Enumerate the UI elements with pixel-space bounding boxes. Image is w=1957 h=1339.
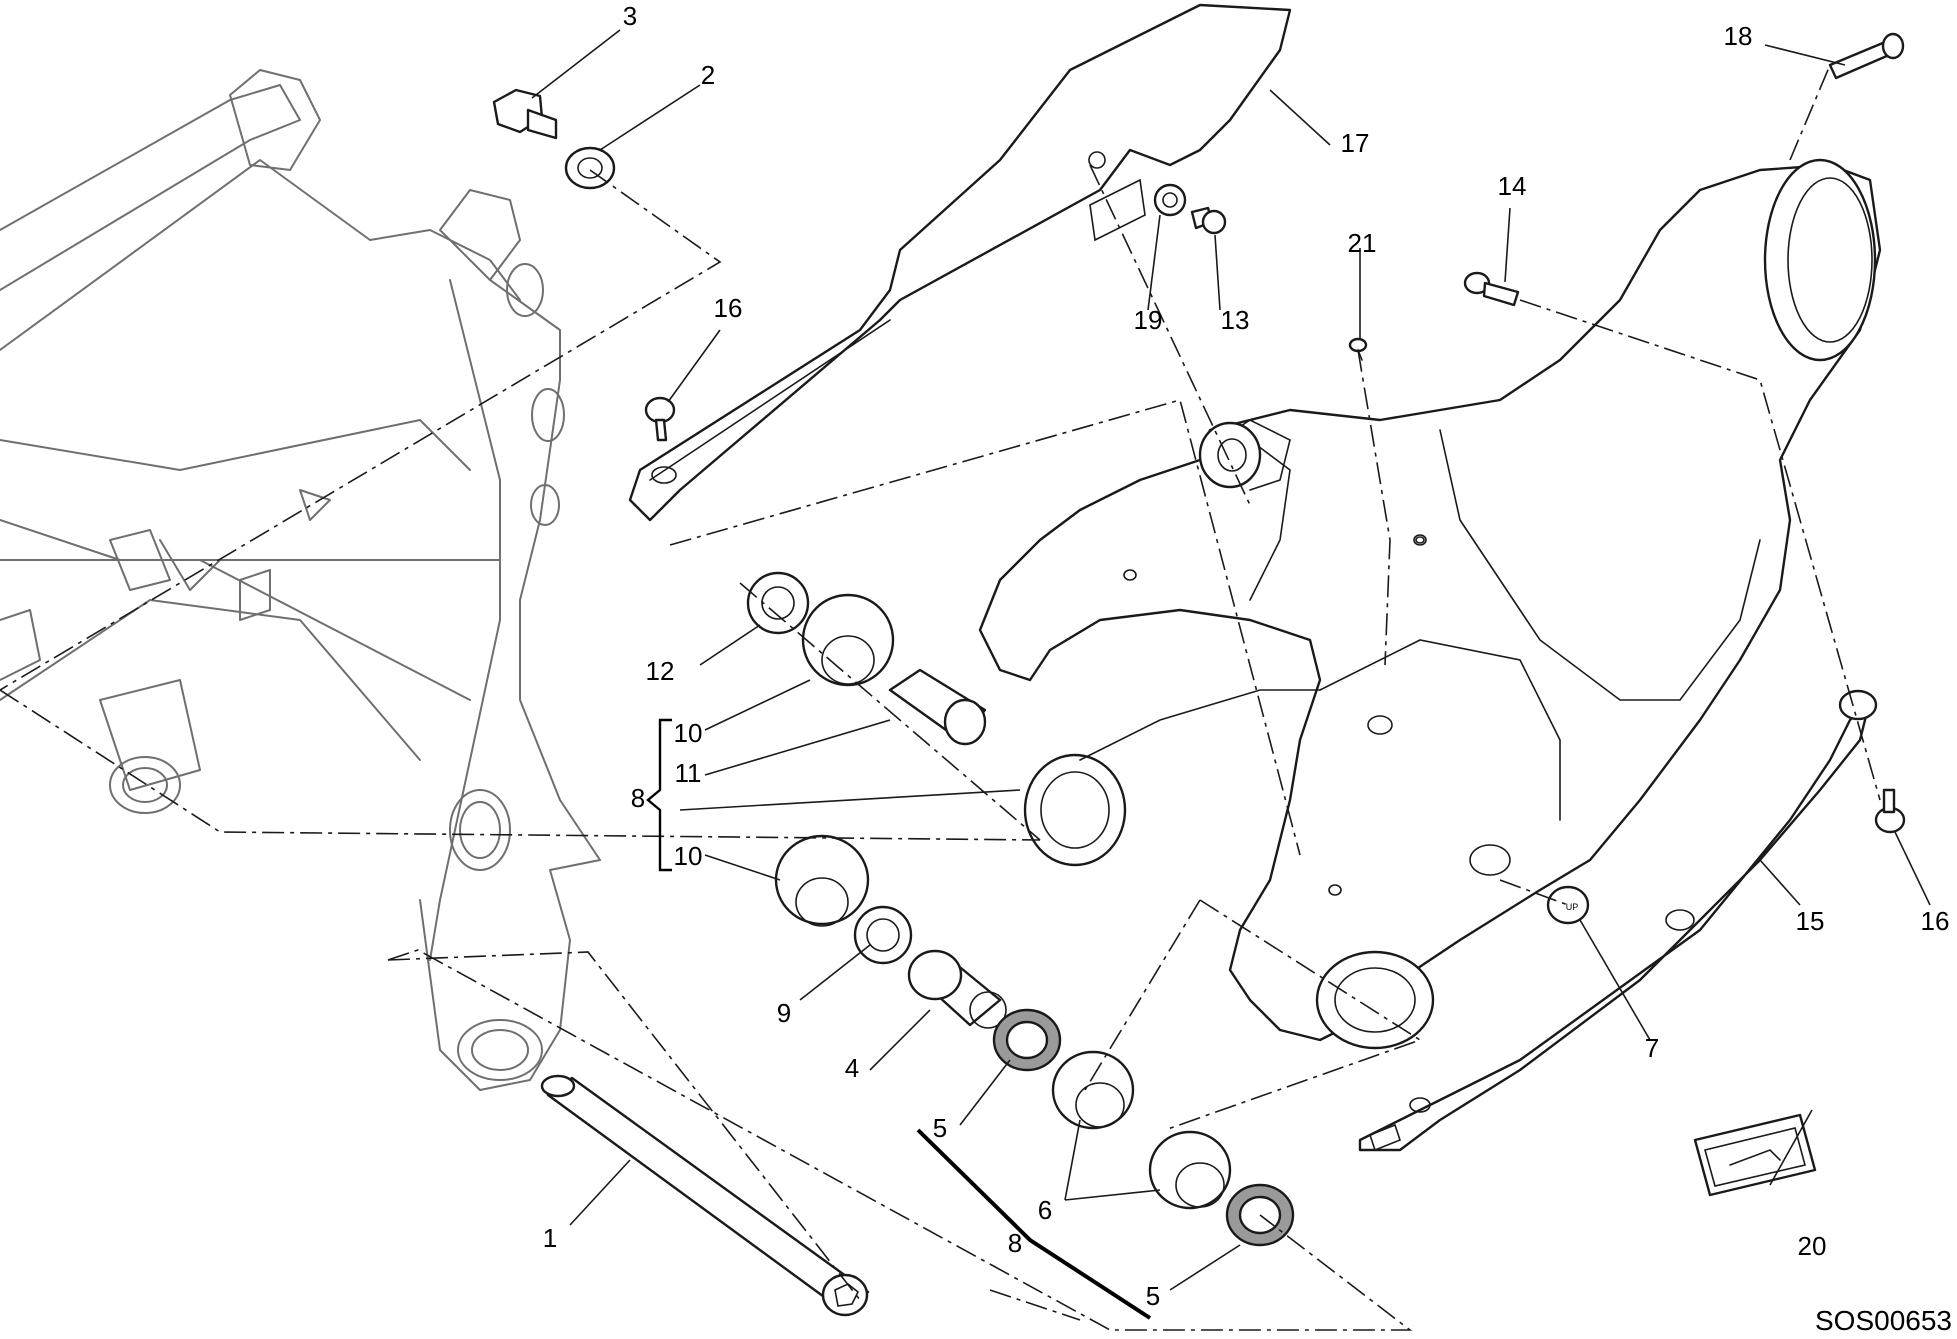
label-5-lower: 5 bbox=[1146, 1281, 1160, 1311]
label-15: 15 bbox=[1796, 906, 1825, 936]
label-10-upper: 10 bbox=[674, 718, 703, 748]
label-16-right: 16 bbox=[1921, 906, 1950, 936]
label-2: 2 bbox=[701, 60, 715, 90]
plug-7: UP bbox=[1546, 885, 1590, 925]
motorcycle-frame bbox=[0, 69, 601, 1091]
screw-21 bbox=[1348, 337, 1368, 361]
label-18: 18 bbox=[1724, 21, 1753, 51]
washer-19 bbox=[1153, 183, 1187, 217]
label-16-upper: 16 bbox=[714, 293, 743, 323]
screw-13 bbox=[1190, 206, 1227, 235]
label-8-brace: 8 bbox=[631, 783, 645, 813]
bearing-10-lower bbox=[774, 834, 870, 927]
label-8-bar: 8 bbox=[1008, 1228, 1022, 1258]
screw-16-upper bbox=[644, 396, 676, 442]
chain-guard bbox=[628, 3, 1292, 522]
label-19: 19 bbox=[1134, 305, 1163, 335]
part-labels: 1 2 3 4 5 5 6 7 8 8 9 10 10 11 12 13 14 … bbox=[543, 1, 1950, 1311]
swingarm bbox=[978, 158, 1882, 1050]
label-6: 6 bbox=[1038, 1195, 1052, 1225]
label-1: 1 bbox=[543, 1223, 557, 1253]
spacer-4 bbox=[907, 949, 1007, 1029]
label-12: 12 bbox=[646, 656, 675, 686]
plug-stamp: UP bbox=[1566, 902, 1579, 912]
label-9: 9 bbox=[777, 998, 791, 1028]
label-4: 4 bbox=[845, 1053, 859, 1083]
label-3: 3 bbox=[623, 1, 637, 31]
label-10-lower: 10 bbox=[674, 841, 703, 871]
drawing-code: SOS00653 bbox=[1815, 1305, 1952, 1336]
label-14: 14 bbox=[1498, 171, 1527, 201]
bolt-14 bbox=[1463, 271, 1520, 307]
leader-lines bbox=[531, 29, 1931, 1291]
label-7: 7 bbox=[1645, 1033, 1659, 1063]
label-21: 21 bbox=[1348, 228, 1377, 258]
alignment-lines bbox=[0, 64, 1881, 1331]
label-17: 17 bbox=[1341, 128, 1370, 158]
label-11: 11 bbox=[675, 758, 702, 788]
group-markers bbox=[646, 718, 1152, 1320]
screw-16-right bbox=[1874, 788, 1906, 834]
bushing-12 bbox=[746, 571, 810, 635]
lower-chain-slider bbox=[1358, 689, 1878, 1152]
sleeve-11 bbox=[888, 668, 987, 746]
label-20: 20 bbox=[1798, 1231, 1827, 1261]
label-plate-20 bbox=[1693, 1113, 1817, 1197]
needle-bearing-6-upper bbox=[1051, 1050, 1135, 1130]
seal-5-upper bbox=[992, 1008, 1062, 1072]
pivot-shaft bbox=[540, 1074, 870, 1317]
label-5-upper: 5 bbox=[933, 1113, 947, 1143]
ring-9 bbox=[853, 905, 913, 965]
needle-bearing-6-lower bbox=[1148, 1130, 1232, 1210]
bolt-3 bbox=[492, 88, 558, 140]
bolt-18 bbox=[1828, 32, 1905, 80]
label-13: 13 bbox=[1221, 305, 1250, 335]
bearing-10-upper bbox=[801, 593, 895, 687]
